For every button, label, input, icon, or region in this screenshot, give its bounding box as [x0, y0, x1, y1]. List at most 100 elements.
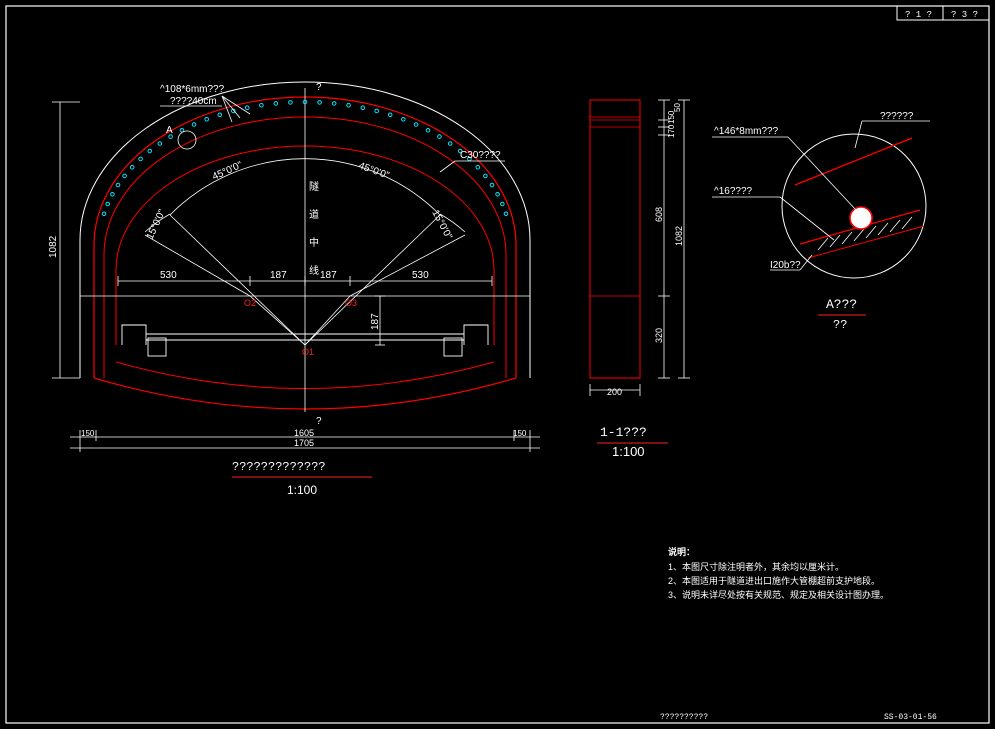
angle-left-side: 15°0'0": [145, 207, 169, 241]
pipe-dot: [317, 100, 322, 105]
pipe-dot: [457, 148, 463, 154]
centerline-label: 隧 道 中 线: [309, 180, 319, 277]
angle-right-side: 15°0'0": [429, 208, 454, 242]
pipe-dot: [244, 105, 250, 110]
dim-mid-left-187: 187: [270, 270, 287, 281]
pipe-label-group: ^108*6mm??? ????40cm: [160, 84, 251, 123]
pipe-dot: [122, 173, 127, 179]
detail-a-callout-circle: [177, 130, 197, 150]
note-item-1: 1、本图尺寸除注明者外，其余均以厘米计。: [668, 561, 844, 572]
detail-a-ref: A: [166, 125, 173, 136]
pipe-dot: [288, 100, 293, 105]
pipe-dot: [217, 112, 223, 118]
radius-lines: [144, 158, 466, 346]
pipe-label-2: ????40cm: [170, 96, 217, 107]
dim-150-left: 150: [81, 429, 95, 438]
pipe-dot: [110, 192, 115, 197]
bottom-dimensions: [70, 430, 540, 452]
dim-width-200: 200: [607, 387, 622, 397]
drawing-number: SS-03-01-56: [884, 713, 937, 722]
bottom-centerline-marker: ?: [316, 416, 322, 427]
pipe-dot: [413, 122, 419, 127]
concrete-label: C30????: [460, 150, 501, 161]
dim-608: 608: [654, 207, 664, 222]
svg-text:线: 线: [309, 264, 319, 277]
pipe-dot: [374, 108, 380, 114]
angle-right-upper: 45°0'0": [357, 160, 391, 181]
pipe-dot: [138, 156, 143, 162]
svg-text:中: 中: [309, 236, 319, 249]
main-section-caption: ?????????????: [232, 460, 326, 474]
pipe-dot: [495, 192, 500, 197]
pipe-dot: [387, 112, 393, 118]
detail-a-caption: A???: [826, 297, 857, 312]
pipe-dot: [483, 173, 488, 179]
drawing-frame: [5, 5, 990, 724]
section-1-1-caption: 1-1???: [600, 425, 647, 440]
svg-text:隧: 隧: [309, 180, 319, 193]
main-section-scale: 1:100: [287, 483, 317, 497]
detail-label-beam: I20b??: [770, 260, 801, 271]
dim-top-50: 50: [673, 103, 682, 112]
note-item-2: 2、本图适用于隧道进出口施作大管棚超前支护地段。: [668, 575, 880, 586]
dim-320: 320: [654, 328, 664, 343]
dim-1082-right: 1082: [674, 226, 684, 246]
svg-text:道: 道: [309, 208, 319, 221]
center-o2-left: O2: [244, 298, 256, 308]
pipe-dot: [273, 101, 279, 106]
pipe-dot: [425, 128, 431, 133]
notes-heading: 说明：: [668, 546, 695, 557]
dim-left-530: 530: [160, 270, 177, 281]
detail-a: ?????? ^146*8mm??? ^16???? I20b?? A??? ?…: [712, 111, 930, 332]
section-1-1: 50 150 170 608 1082 320 200 1-1??? 1:100: [589, 99, 690, 459]
pipe-dot: [191, 122, 197, 127]
detail-a-scale: ??: [833, 318, 847, 332]
pipe-dot: [500, 201, 505, 207]
pipe-dot: [331, 101, 337, 106]
horizontal-dimension-row: [117, 276, 493, 286]
dim-top-150: 150: [667, 110, 676, 124]
pipe-dot: [302, 99, 308, 105]
pipe-dot: [105, 201, 110, 207]
tunnel-cross-section: ? ? 隧 道 中 线: [48, 81, 540, 497]
pipe-dot: [231, 108, 236, 114]
pipe-dot: [259, 102, 264, 108]
pipe-dot: [503, 211, 509, 217]
dim-1605: 1605: [294, 428, 314, 438]
pipe-dot: [157, 141, 163, 146]
dim-mid-right-187: 187: [320, 270, 337, 281]
sheet-number-block: ? 1 ? ? 3 ?: [896, 5, 990, 21]
bottom-drawing-title: ??????????: [660, 713, 708, 722]
outer-excavation-line: [79, 81, 531, 378]
note-item-3: 3、说明未详尽处按有关规范、规定及相关设计图办理。: [668, 589, 889, 600]
pipe-dot: [447, 141, 453, 146]
pipe-dot: [204, 117, 209, 122]
pipe-label-1: ^108*6mm???: [160, 84, 225, 95]
detail-label-top: ??????: [880, 111, 914, 122]
dim-top-170: 170: [667, 124, 676, 138]
angle-left-upper: 45°0'0": [211, 160, 245, 183]
pipe-dot: [401, 117, 406, 122]
dim-height-1082: 1082: [48, 235, 59, 258]
pipe-dot: [168, 134, 173, 139]
pipe-dot: [360, 105, 366, 110]
top-centerline-marker: ?: [316, 82, 322, 93]
pipe-roof-dots: [101, 99, 509, 217]
section-1-1-scale: 1:100: [612, 444, 645, 459]
pipe-dot: [147, 148, 153, 154]
center-o2-right: O3: [345, 298, 357, 308]
pipe-dot: [489, 182, 495, 188]
vertical-dimension-187: [375, 295, 385, 346]
pipe-dot: [101, 211, 107, 217]
pipe-dot: [115, 182, 121, 188]
pipe-dot: [475, 164, 481, 170]
detail-label-pipe: ^146*8mm???: [714, 126, 779, 137]
dim-1705: 1705: [294, 438, 314, 448]
dim-150-right: 150: [513, 429, 527, 438]
dim-right-530: 530: [412, 270, 429, 281]
pipe-dot: [437, 134, 442, 139]
center-o1: O1: [302, 347, 314, 357]
dim-vertical-187: 187: [370, 313, 381, 330]
detail-label-bar: ^16????: [714, 186, 753, 197]
